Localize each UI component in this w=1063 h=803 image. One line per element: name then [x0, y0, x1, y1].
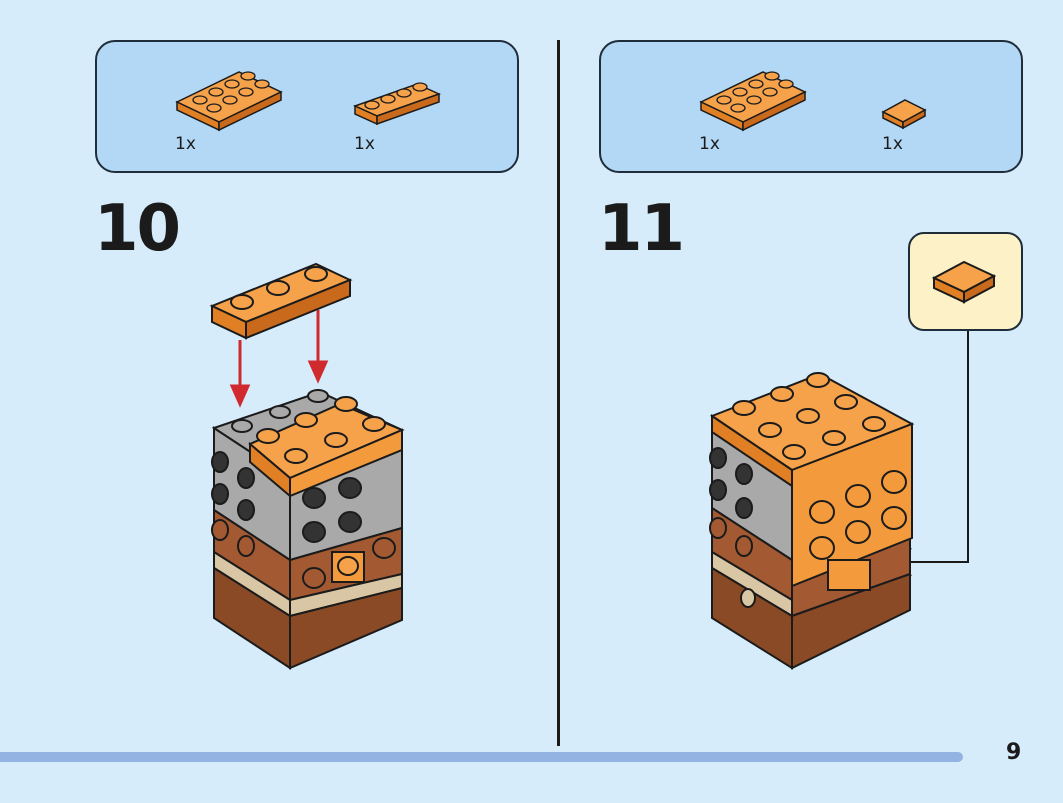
- part-qty: 1x: [699, 134, 720, 154]
- brick-figure: [709, 372, 915, 670]
- plate-1x4-icon: [209, 262, 353, 340]
- step-number: 11: [598, 192, 685, 266]
- step-divider: [557, 40, 560, 746]
- parts-list-step-11: 1x 1x: [599, 40, 1023, 173]
- tile-callout: [908, 232, 1023, 331]
- placement-arrow-icon: [229, 310, 329, 408]
- step-number: 10: [94, 192, 181, 266]
- part-qty: 1x: [882, 134, 903, 154]
- callout-connector: [898, 331, 969, 563]
- page-number: 9: [1006, 740, 1022, 765]
- plate-2x4-icon: [699, 71, 927, 132]
- bottom-bar: [0, 752, 963, 762]
- tile-1x1-icon: [931, 260, 997, 304]
- parts-list-step-10: 1x 1x: [95, 40, 519, 173]
- plate-2x4-icon: [175, 71, 442, 132]
- brick-figure: [211, 389, 405, 670]
- part-qty: 1x: [175, 134, 196, 154]
- part-qty: 1x: [354, 134, 375, 154]
